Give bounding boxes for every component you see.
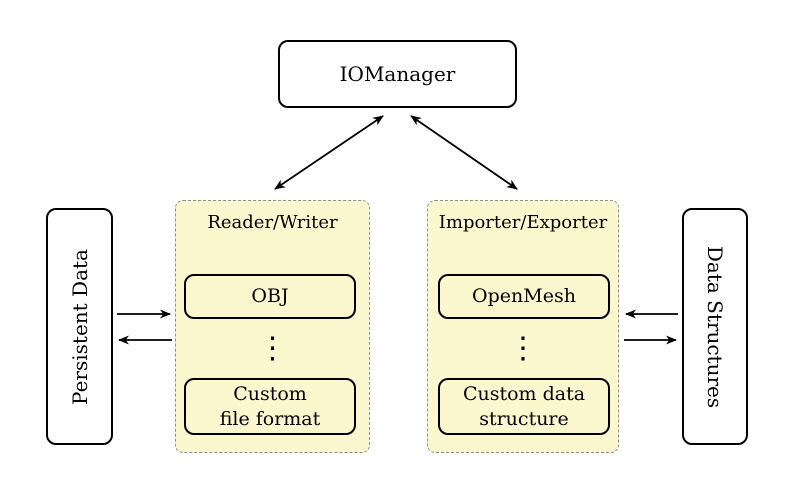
reader-writer-title: Reader/Writer	[207, 212, 338, 233]
vertical-dots-icon: ⋮	[257, 331, 288, 366]
obj-label: OBJ	[251, 285, 289, 308]
node-iomanager: IOManager	[278, 40, 517, 108]
arrow-iomanager-readerwriter	[274, 115, 384, 190]
vertical-dots-icon: ⋮	[508, 331, 538, 366]
persistent-data-label: Persistent Data	[67, 248, 92, 405]
node-custom-data-structure: Custom data structure	[438, 378, 610, 435]
custom-file-format-line2: file format	[219, 407, 321, 430]
group-importer-exporter: Importer/Exporter OpenMesh ⋮ Custom data…	[427, 200, 619, 453]
importer-exporter-title: Importer/Exporter	[438, 212, 608, 233]
custom-data-structure-line2: structure	[479, 407, 569, 430]
custom-data-structure-line1: Custom data	[462, 382, 586, 405]
group-reader-writer: Reader/Writer OBJ ⋮ Custom file format	[175, 200, 370, 453]
data-structures-label: Data Structures	[703, 245, 727, 408]
node-openmesh: OpenMesh	[438, 274, 610, 319]
node-obj: OBJ	[184, 274, 356, 319]
openmesh-label: OpenMesh	[472, 285, 576, 308]
node-data-structures: Data Structures	[682, 208, 748, 445]
node-persistent-data: Persistent Data	[46, 208, 113, 445]
arrow-iomanager-importerexporter	[410, 115, 518, 190]
custom-file-format-line1: Custom	[233, 382, 307, 405]
node-custom-file-format: Custom file format	[184, 378, 356, 435]
iomanager-label: IOManager	[339, 62, 456, 86]
